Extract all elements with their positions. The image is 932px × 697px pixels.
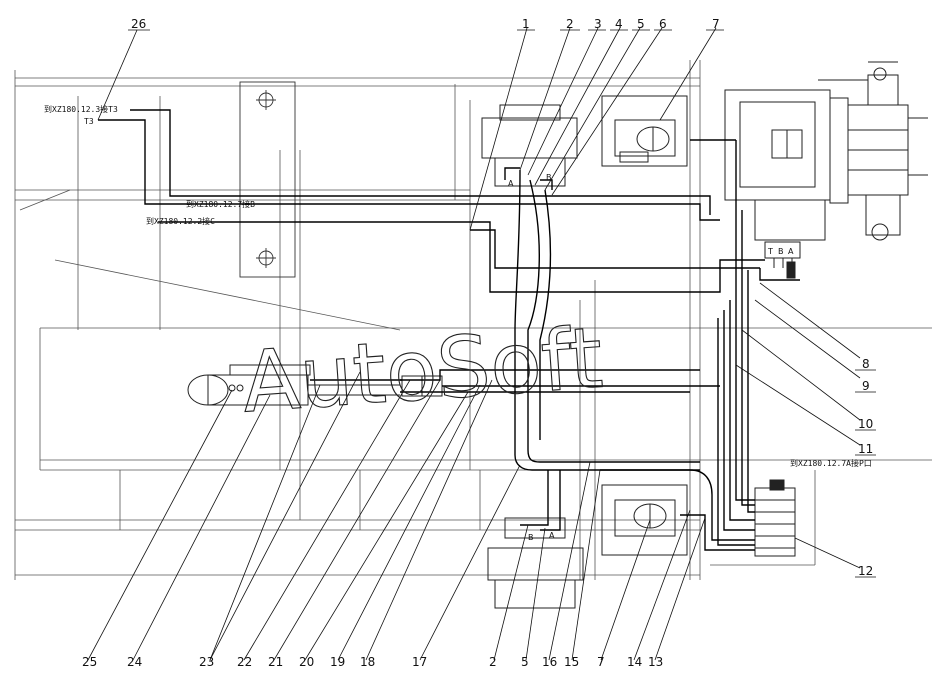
valve-port-t: T	[767, 247, 773, 256]
mounting-plate-upper	[239, 81, 296, 278]
callout-17: 17	[412, 655, 427, 669]
callout-18: 18	[360, 655, 375, 669]
control-valve-block	[764, 241, 801, 279]
port-b-top: B	[546, 173, 552, 182]
callout-11: 11	[858, 442, 873, 456]
note-t3-connection: 到XZ180.12.3接T3	[44, 104, 118, 114]
callout-16: 16	[542, 655, 557, 669]
callout-7: 7	[712, 17, 720, 31]
valve-port-a: A	[788, 247, 794, 256]
callout-14: 14	[627, 655, 642, 669]
callout-8: 8	[862, 357, 870, 371]
callout-26: 26	[131, 17, 146, 31]
port-labels: A B B A T B A	[508, 173, 794, 542]
pipe-notes: 到XZ180.12.3接T3 T3 到XZ180.12.7接B 到XZ180.1…	[44, 104, 872, 468]
note-p-connection: 到XZ180.12.7A接P口	[790, 458, 872, 468]
callout-19: 19	[330, 655, 345, 669]
distribution-manifold	[754, 479, 796, 557]
callout-2-bottom: 2	[489, 655, 497, 669]
callout-1: 1	[522, 17, 530, 31]
callout-25: 25	[82, 655, 97, 669]
note-t3: T3	[84, 117, 94, 126]
callout-21: 21	[268, 655, 283, 669]
callout-4: 4	[615, 17, 623, 31]
callout-12: 12	[858, 564, 873, 578]
callout-5-bottom: 5	[521, 655, 529, 669]
callout-labels: 26 1 2 3 4 5 6 7 8 9 10 11 12 13 14 7 15…	[82, 17, 873, 669]
hydraulic-cylinder	[187, 364, 400, 406]
callout-2: 2	[566, 17, 574, 31]
callout-7-bottom: 7	[597, 655, 605, 669]
callout-underlines	[128, 29, 876, 578]
port-a-top: A	[508, 179, 514, 188]
callout-23: 23	[199, 655, 214, 669]
callout-5: 5	[637, 17, 645, 31]
note-b-connection: 到XZ180.12.7接B	[186, 199, 255, 209]
callout-3: 3	[594, 17, 602, 31]
callout-22: 22	[237, 655, 252, 669]
callout-13: 13	[648, 655, 663, 669]
upper-rotary-assembly	[481, 95, 688, 187]
port-b-bottom: B	[528, 533, 534, 542]
port-a-bottom: A	[549, 531, 555, 540]
watermark: AutoSoft	[239, 309, 606, 432]
callout-10: 10	[858, 417, 873, 431]
lower-rotary-assembly	[487, 484, 688, 609]
chassis-frame	[14, 60, 932, 580]
valve-port-b: B	[778, 247, 784, 256]
callout-20: 20	[299, 655, 314, 669]
hydraulic-lines	[98, 109, 800, 551]
leader-lines	[87, 27, 861, 661]
pump-gearbox-unit	[724, 61, 928, 241]
callout-15: 15	[564, 655, 579, 669]
callout-24: 24	[127, 655, 142, 669]
note-c-connection: 到XZ180.12.2接C	[146, 216, 215, 226]
callout-6: 6	[659, 17, 667, 31]
callout-9: 9	[862, 379, 870, 393]
